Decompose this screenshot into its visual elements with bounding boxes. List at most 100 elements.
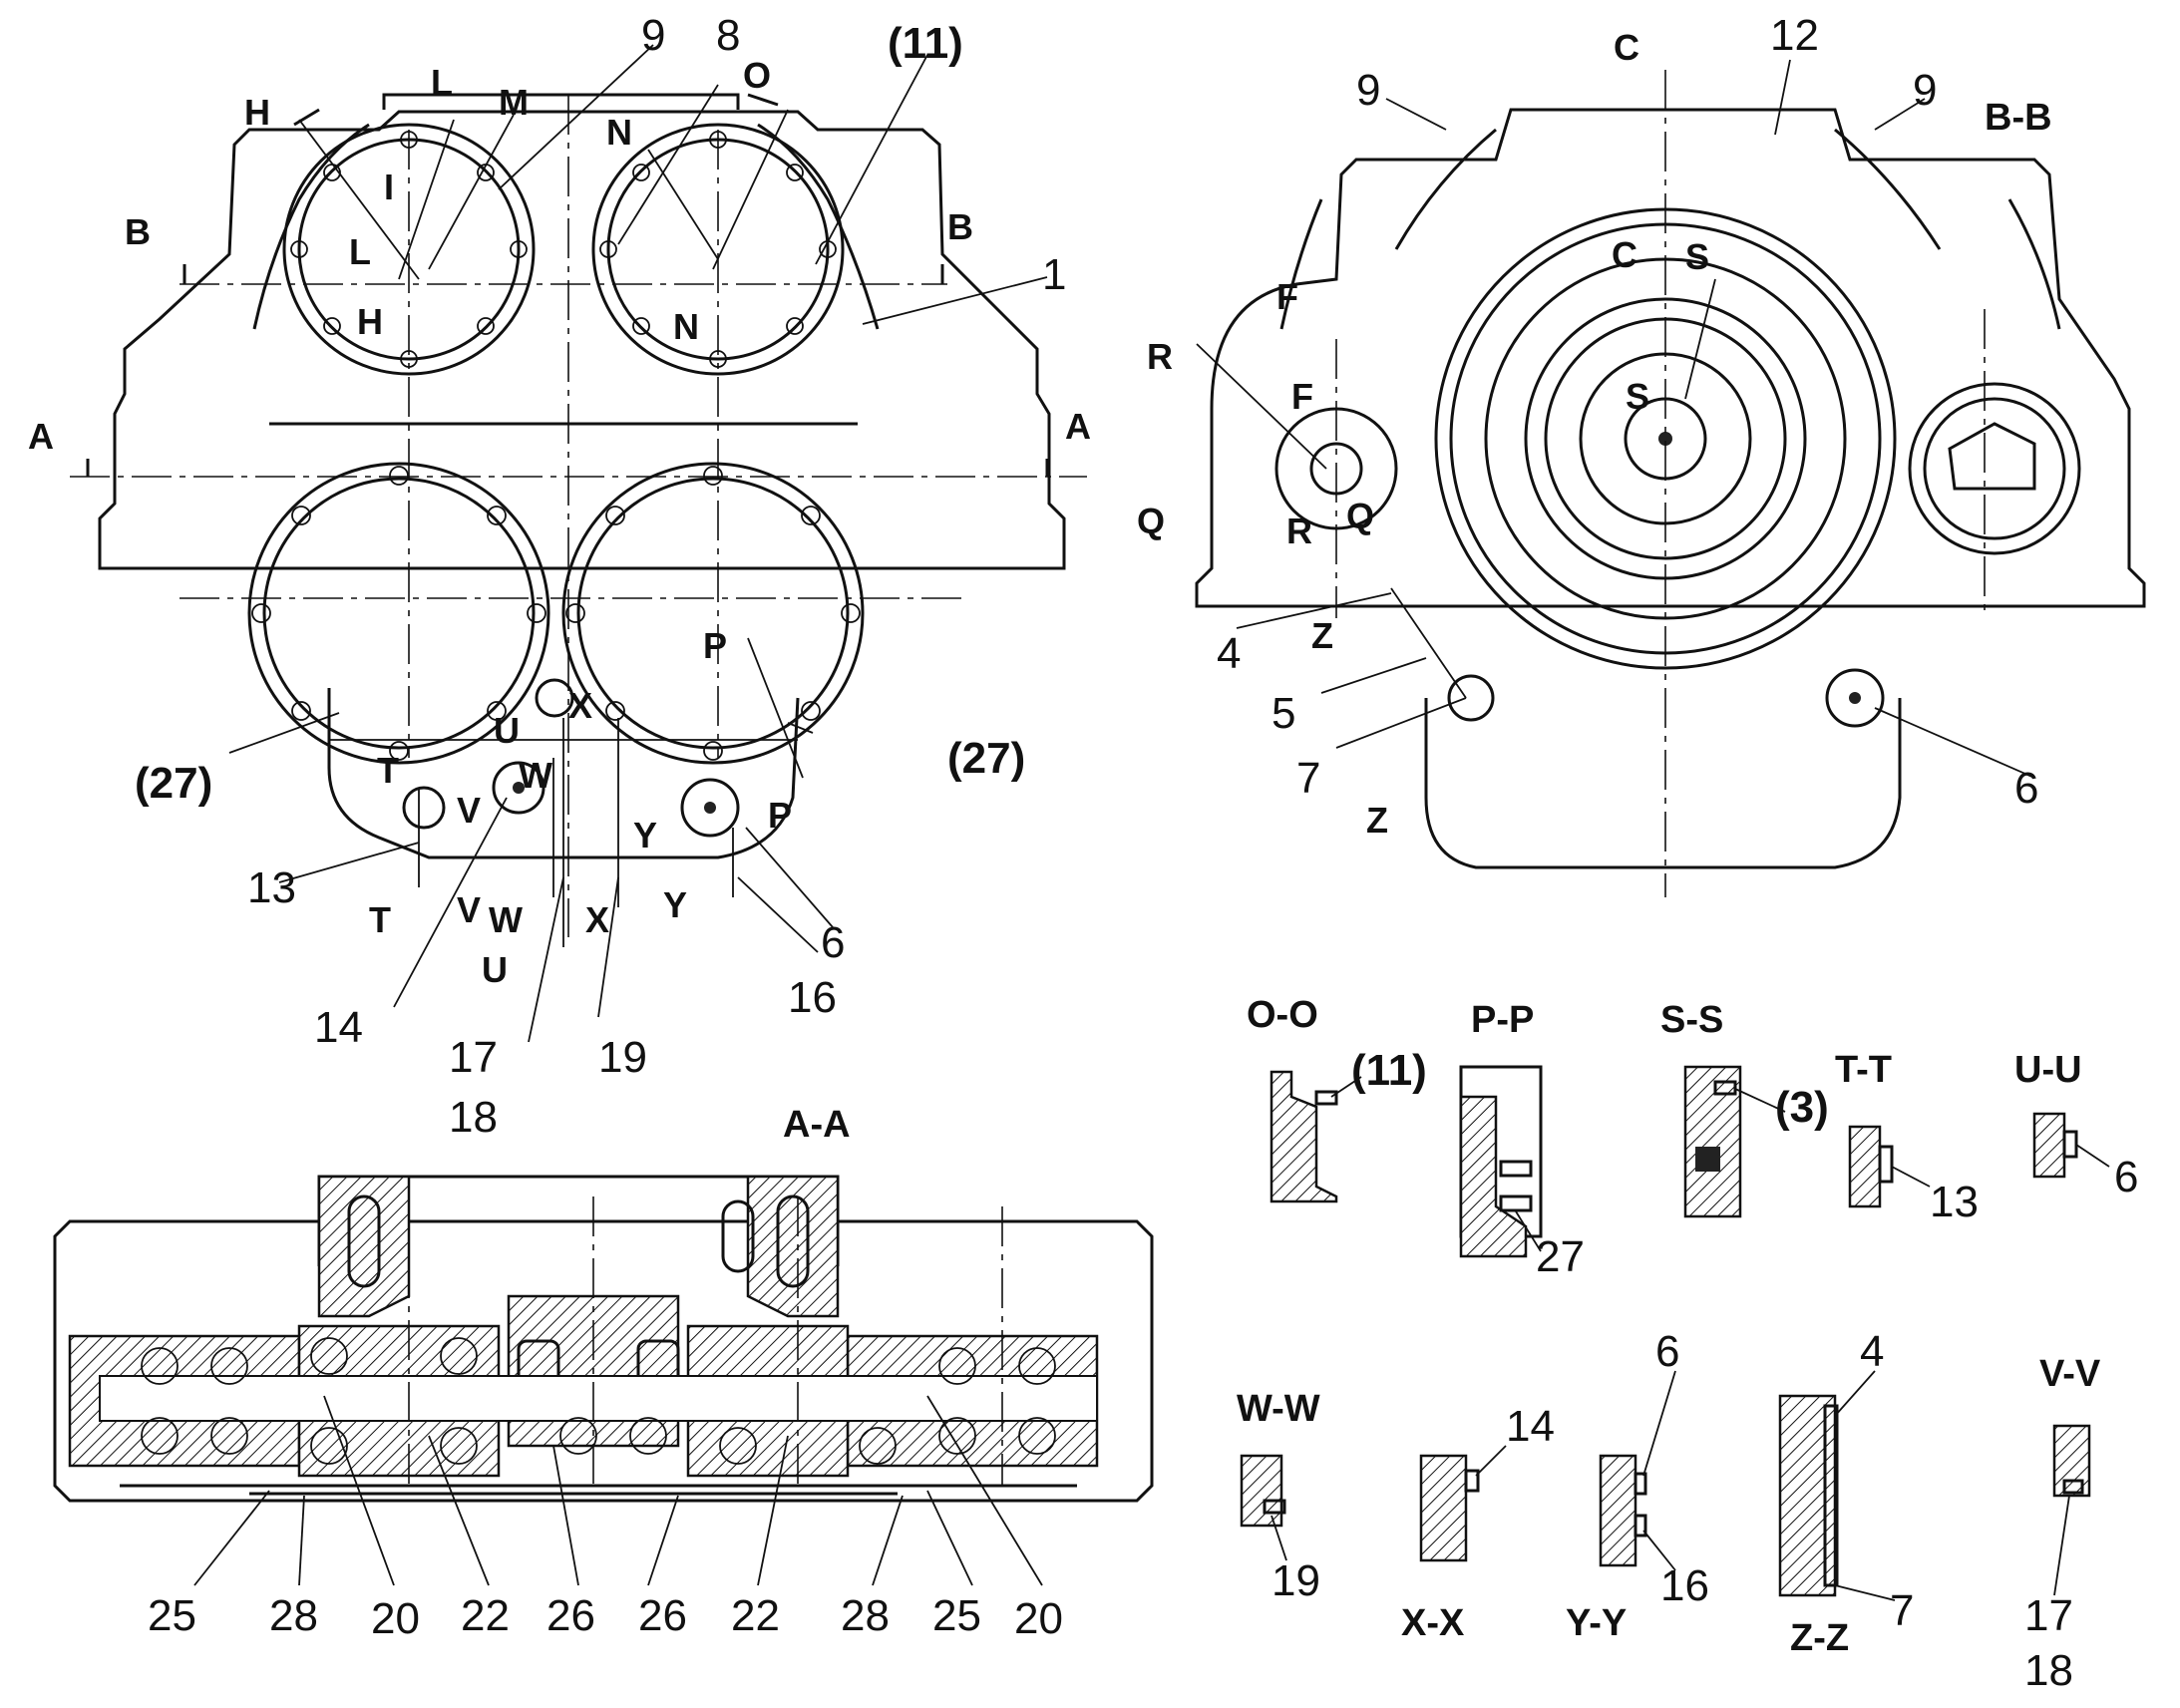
bb-mark-f-top: F bbox=[1276, 276, 1298, 317]
mark-o: O bbox=[743, 55, 771, 96]
bb-mark-c-top: C bbox=[1614, 27, 1639, 68]
mark-t-top: T bbox=[377, 750, 399, 791]
detail-ss bbox=[1683, 1065, 1786, 1218]
vv-label-18: 18 bbox=[2024, 1646, 2073, 1695]
mark-m: M bbox=[499, 82, 529, 123]
detail-pp bbox=[1459, 1065, 1543, 1258]
yy-label-16: 16 bbox=[1660, 1561, 1709, 1610]
yy-label-6: 6 bbox=[1655, 1327, 1679, 1376]
bb-mark-f-bottom: F bbox=[1291, 376, 1313, 417]
bb-mark-r-top: R bbox=[1147, 336, 1173, 377]
bb-callout-4: 4 bbox=[1217, 629, 1241, 678]
mark-v-bottom: V bbox=[457, 889, 481, 930]
zz-label-4: 4 bbox=[1860, 1327, 1884, 1376]
bb-mark-c-bottom: C bbox=[1612, 234, 1637, 275]
callout-16: 16 bbox=[788, 973, 837, 1022]
housing-outline bbox=[98, 110, 1066, 859]
bb-callout-9-right: 9 bbox=[1913, 66, 1937, 115]
detail-oo bbox=[1270, 1070, 1362, 1203]
bb-mark-s-bottom: S bbox=[1626, 376, 1649, 417]
callout-18: 18 bbox=[449, 1093, 498, 1142]
mark-u-bottom: U bbox=[482, 949, 508, 990]
xx-label-14: 14 bbox=[1506, 1402, 1555, 1451]
mark-y-bottom: Y bbox=[663, 884, 687, 925]
bb-mark-z-top: Z bbox=[1311, 615, 1333, 656]
detail-zz bbox=[1778, 1370, 1896, 1601]
mark-x-bottom: X bbox=[585, 899, 609, 940]
title-xx: X-X bbox=[1401, 1602, 1465, 1644]
detail-vv bbox=[2052, 1424, 2091, 1596]
section-arrows bbox=[86, 93, 1049, 477]
front-view bbox=[70, 44, 1087, 1043]
mark-l-top: L bbox=[431, 62, 453, 103]
mark-p-bottom: P bbox=[768, 795, 792, 836]
mark-b-right: B bbox=[947, 206, 973, 247]
bb-view bbox=[1195, 59, 2146, 897]
ss-label-3: (3) bbox=[1775, 1083, 1829, 1132]
aa-callout-20-right: 20 bbox=[1014, 1594, 1063, 1643]
mark-a-right: A bbox=[1065, 406, 1091, 447]
aa-callout-25-left: 25 bbox=[148, 1591, 196, 1640]
mark-p-top: P bbox=[703, 625, 727, 666]
aa-callout-25-right: 25 bbox=[932, 1591, 981, 1640]
uu-label-6: 6 bbox=[2114, 1153, 2138, 1201]
upper-left-cover bbox=[282, 123, 536, 376]
front-callouts: 1 6 8 9 (11) 13 14 16 17 18 19 (27) (27) bbox=[135, 11, 1066, 1142]
mark-w-top: W bbox=[519, 755, 552, 796]
zz-label-7: 7 bbox=[1890, 1586, 1914, 1635]
callout-1: 1 bbox=[1042, 250, 1066, 299]
title-yy: Y-Y bbox=[1566, 1602, 1627, 1644]
mark-v-top: V bbox=[457, 790, 481, 831]
callout-14: 14 bbox=[314, 1003, 363, 1052]
pp-label-27: 27 bbox=[1536, 1232, 1585, 1281]
vv-label-17: 17 bbox=[2024, 1591, 2073, 1640]
callout-27-right: (27) bbox=[947, 734, 1025, 783]
title-tt: T-T bbox=[1835, 1049, 1892, 1091]
mark-n-bottom: N bbox=[673, 306, 699, 347]
aa-callout-26-right: 26 bbox=[638, 1591, 687, 1640]
aa-bearings bbox=[141, 1337, 1056, 1465]
title-ss: S-S bbox=[1660, 999, 1723, 1041]
mark-t-bottom: T bbox=[369, 899, 391, 940]
lower-left-cover bbox=[247, 462, 550, 765]
aa-callout-28-right: 28 bbox=[841, 1591, 890, 1640]
mark-u-top: U bbox=[494, 710, 520, 751]
bb-callout-9-left: 9 bbox=[1356, 66, 1380, 115]
callout-6: 6 bbox=[821, 918, 845, 967]
mark-w-bottom: W bbox=[489, 899, 523, 940]
aa-callout-22-right: 22 bbox=[731, 1591, 780, 1640]
bb-callout-12: 12 bbox=[1770, 11, 1819, 60]
title-zz: Z-Z bbox=[1790, 1617, 1849, 1659]
bb-mark-s-top: S bbox=[1685, 236, 1709, 277]
callout-11: (11) bbox=[888, 19, 963, 68]
tt-label-13: 13 bbox=[1930, 1178, 1979, 1226]
mark-l-bottom: L bbox=[349, 231, 371, 272]
aa-callout-28-left: 28 bbox=[269, 1591, 318, 1640]
aa-callout-26-left: 26 bbox=[546, 1591, 595, 1640]
callout-17: 17 bbox=[449, 1033, 498, 1082]
mark-h-bottom: H bbox=[357, 301, 383, 342]
aa-view bbox=[53, 1175, 1154, 1586]
bb-callout-7: 7 bbox=[1296, 754, 1320, 803]
detail-tt bbox=[1848, 1125, 1931, 1208]
mark-h-top: H bbox=[244, 92, 270, 133]
mark-x-top: X bbox=[568, 685, 592, 726]
oo-label-11: (11) bbox=[1351, 1046, 1427, 1095]
callout-9: 9 bbox=[641, 11, 665, 60]
bb-mark-q-right: Q bbox=[1346, 496, 1374, 536]
title-uu: U-U bbox=[2014, 1049, 2082, 1091]
detail-yy bbox=[1599, 1370, 1676, 1571]
bb-callout-6: 6 bbox=[2014, 764, 2038, 813]
detail-text: O-O (11) P-P 27 S-S (3) T-T 13 U-U 6 W-W… bbox=[1237, 994, 2138, 1695]
bb-mark-z-bottom: Z bbox=[1366, 800, 1388, 841]
upper-right-cover bbox=[591, 123, 845, 376]
detail-ww bbox=[1240, 1454, 1287, 1561]
aa-callout-22-left: 22 bbox=[461, 1591, 510, 1640]
title-ww: W-W bbox=[1237, 1388, 1320, 1430]
detail-xx bbox=[1419, 1445, 1507, 1562]
title-oo: O-O bbox=[1247, 994, 1318, 1036]
callout-13: 13 bbox=[247, 863, 296, 912]
title-vv: V-V bbox=[2039, 1353, 2101, 1395]
callout-8: 8 bbox=[716, 11, 740, 60]
